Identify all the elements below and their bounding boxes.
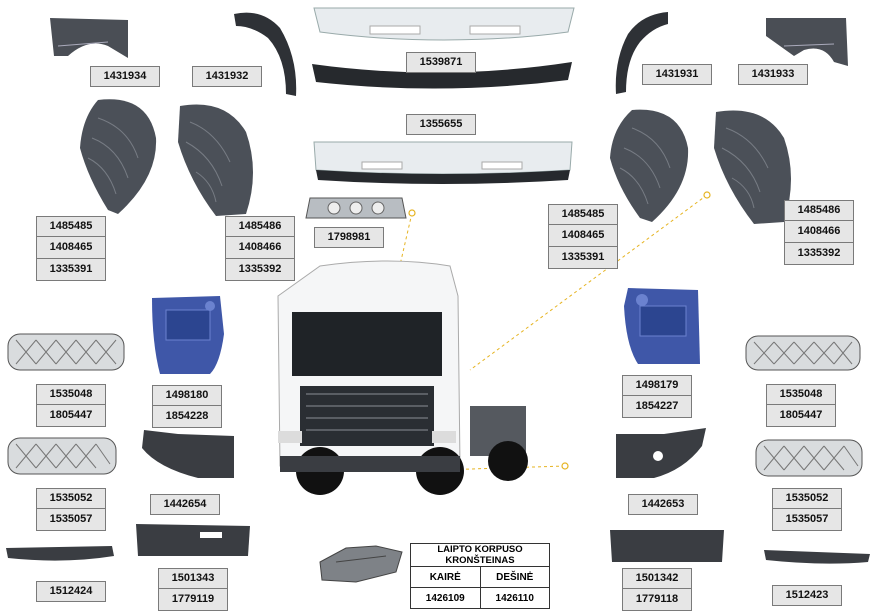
bumper-upper-image (313, 7, 575, 41)
part-number-label: 1512423 (772, 585, 842, 606)
part-number-label: 1805447 (766, 405, 836, 427)
step-left-image (136, 524, 250, 556)
corner-left-image (142, 430, 234, 478)
part-number-label: 1779118 (622, 589, 692, 611)
bracket-left-code: 1426109 (410, 587, 481, 609)
bracket-left-label: KAIRĖ (410, 566, 481, 588)
part-number-label: 1535052 (772, 488, 842, 509)
part-number-label: 1431933 (738, 64, 808, 85)
part-number-label: 1335391 (548, 247, 618, 269)
part-number-label: 1498180 (152, 385, 222, 406)
strip-left-image (6, 546, 114, 561)
fender-right-top-image (766, 18, 848, 66)
mudguard-right-b-image (714, 110, 791, 224)
part-number-label: 1535057 (36, 509, 106, 531)
bumper-spoiler-image (312, 62, 572, 89)
part-number-label: 1408466 (784, 221, 854, 243)
bracket-image (319, 545, 403, 583)
part-number-label: 1431934 (90, 66, 160, 87)
bracket-right-code: 1426110 (479, 587, 550, 609)
mudguard-left-outer-image (80, 99, 157, 214)
part-number-label: 1535048 (766, 384, 836, 405)
part-number-label: 1798981 (314, 227, 384, 248)
part-number-label: 1442653 (628, 494, 698, 515)
part-number-label: 1408466 (225, 237, 295, 259)
flap-left-top-image (234, 12, 297, 96)
mudguard-left-inner-image (178, 104, 253, 216)
part-number-label: 1485486 (784, 200, 854, 221)
grille-right-top-image (745, 335, 861, 371)
part-number-label: 1854228 (152, 406, 222, 428)
part-number-label: 1501343 (158, 568, 228, 589)
mudguard-right-a-image (610, 109, 689, 222)
part-number-label: 1335391 (36, 259, 106, 281)
bumper-full-image (313, 141, 573, 184)
grille-left-bottom-image (7, 437, 117, 475)
part-number-label: 1408465 (36, 237, 106, 259)
part-number-label: 1355655 (406, 114, 476, 135)
part-number-label: 1442654 (150, 494, 220, 515)
part-number-label: 1485485 (548, 204, 618, 225)
grille-right-bottom-image (755, 439, 863, 477)
corner-right-image (616, 428, 706, 478)
part-number-label: 1535048 (36, 384, 106, 405)
step-right-image (610, 530, 724, 562)
part-number-label: 1335392 (225, 259, 295, 281)
part-number-label: 1854227 (622, 396, 692, 418)
part-number-label: 1498179 (622, 375, 692, 396)
part-number-label: 1485486 (225, 216, 295, 237)
center-light-image (305, 197, 407, 219)
step-panel-right-image (624, 288, 700, 364)
grille-left-top-image (7, 333, 125, 371)
part-number-label: 1779119 (158, 589, 228, 611)
part-number-label: 1485485 (36, 216, 106, 237)
part-number-label: 1535057 (772, 509, 842, 531)
part-number-label: 1539871 (406, 52, 476, 73)
part-number-label: 1431932 (192, 66, 262, 87)
step-panel-left-image (152, 296, 224, 374)
strip-right-image (764, 550, 870, 564)
flap-right-top-image (615, 12, 668, 94)
truck-image (277, 260, 528, 495)
bracket-table-title: LAIPTO KORPUSO KRONŠTEINAS (410, 543, 550, 567)
part-number-label: 1805447 (36, 405, 106, 427)
fender-left-top-image (50, 18, 128, 58)
part-number-label: 1535052 (36, 488, 106, 509)
part-number-label: 1512424 (36, 581, 106, 602)
bracket-table: LAIPTO KORPUSO KRONŠTEINAS KAIRĖ DEŠINĖ … (410, 543, 550, 609)
bracket-right-label: DEŠINĖ (479, 566, 550, 588)
part-number-label: 1501342 (622, 568, 692, 589)
part-number-label: 1408465 (548, 225, 618, 247)
part-number-label: 1431931 (642, 64, 712, 85)
part-number-label: 1335392 (784, 243, 854, 265)
